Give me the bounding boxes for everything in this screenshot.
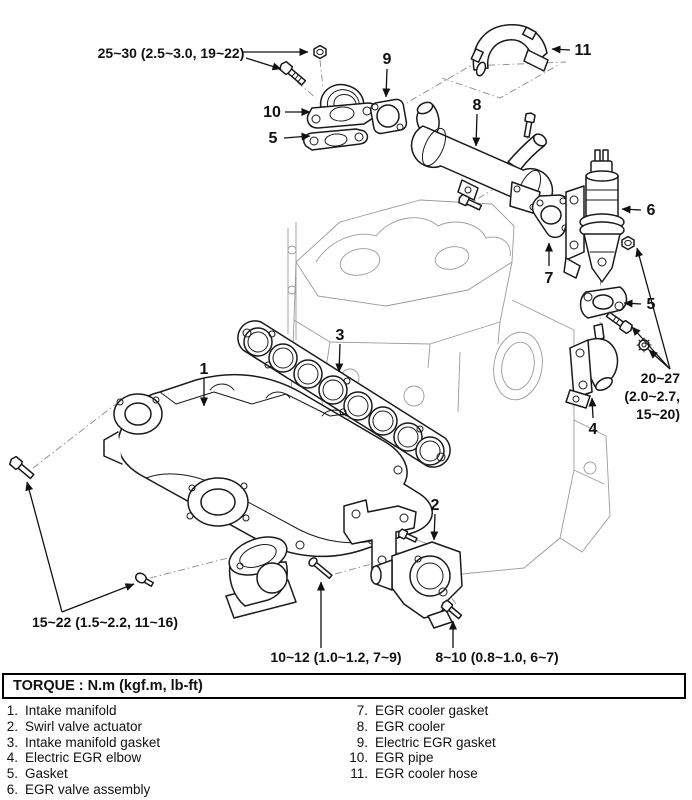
callout-5-upper: 5 [269,130,278,147]
legend-label: EGR pipe [375,750,434,766]
legend-item-10: 10. EGR pipe [340,750,496,766]
legend-item-1: 1. Intake manifold [3,703,160,719]
legend-label: Gasket [25,766,68,782]
legend-num: 10. [349,750,368,766]
legend-num: 1. [6,703,18,718]
gasket-right-drawing [579,286,628,319]
legend-num: 6. [6,781,18,797]
callout-8: 8 [473,97,482,114]
egr-valve-assembly-drawing [563,149,625,283]
legend-item-6: 6. EGR valve assembly [3,782,160,798]
egr-pipe-drawing [306,83,379,129]
bolt-icon [605,311,633,335]
fastener-bolts-and-nuts [8,44,652,620]
legend-label: EGR valve assembly [25,781,151,797]
bolt-icon [523,112,536,138]
torque-label-bottom-mid: 10~12 (1.0~1.2, 7~9) [270,649,401,665]
callout-5-right: 5 [647,296,656,313]
bolt-icon [458,193,483,211]
callout-10: 10 [263,104,281,121]
legend-num: 3. [6,734,18,750]
torque-note-label: TORQUE : N.m (kgf.m, lb-ft) [13,678,203,694]
legend-label: EGR cooler gasket [375,703,489,718]
legend-item-7: 7. EGR cooler gasket [340,703,496,719]
legend-label: Intake manifold [25,703,117,718]
callout-2: 2 [431,497,440,514]
legend-label: Electric EGR elbow [25,750,142,766]
legend-num: 5. [6,766,18,782]
legend-item-9: 9. Electric EGR gasket [340,735,496,751]
torque-label-bottom-right: 8~10 (0.8~1.0, 6~7) [435,649,558,665]
legend-label: EGR cooler [375,718,445,734]
torque-label-top-left: 25~30 (2.5~3.0, 19~22) [98,45,245,61]
bolt-icon [8,455,35,480]
callout-11: 11 [575,42,592,59]
bolt-icon [440,599,463,620]
nut-icon [621,235,635,251]
legend-item-3: 3. Intake manifold gasket [3,735,160,751]
bolt-icon [278,60,307,86]
callout-4: 4 [589,421,598,438]
legend-num: 2. [6,718,18,734]
legend-num: 4. [6,750,18,766]
throttle-body-drawing [225,536,297,619]
callout-leader-lines [25,45,671,648]
legend-column-right: 7. EGR cooler gasket 8. EGR cooler 9. Elect… [340,703,496,782]
callout-9: 9 [383,51,392,68]
legend-item-2: 2. Swirl valve actuator [3,719,160,735]
torque-label-right-line2: (2.0~2.7, [624,388,680,404]
legend-item-5: 5. Gasket [3,766,160,782]
callout-1: 1 [200,361,209,378]
egr-cooler-hose-drawing [470,24,549,77]
exploded-diagram: 1 2 3 4 5 5 6 7 8 9 10 11 25~30 (2.5~3.0… [8,24,681,665]
swirl-valve-actuator-drawing [370,541,463,629]
legend-num: 7. [356,703,368,718]
torque-label-right-line1: 20~27 [641,370,681,386]
legend-label: Intake manifold gasket [25,734,161,750]
egr-cooler-drawing [410,101,554,215]
legend-column-left: 1. Intake manifold 2. Swirl valve actuator… [3,703,160,798]
gasket-upper-drawing [303,128,369,151]
legend-label: EGR cooler hose [375,766,478,782]
legend-label: Electric EGR gasket [375,734,496,750]
intake-manifold-gasket-drawing [237,320,451,468]
torque-label-bottom-left: 15~22 (1.5~2.2, 11~16) [32,614,178,630]
stud-bolt-icon [308,557,333,580]
egr-cooler-gasket-drawing [531,194,572,239]
bolt-icon [397,528,418,543]
nut-icon [313,44,327,60]
legend-item-8: 8. EGR cooler [340,719,496,735]
legend-label: Swirl valve actuator [25,718,143,734]
legend-num: 8. [356,718,368,734]
screw-icon [134,572,155,587]
legend-item-4: 4. Electric EGR elbow [3,750,160,766]
torque-label-right-line3: 15~20) [636,406,680,422]
electric-egr-elbow-drawing [565,323,619,409]
torque-note-box: TORQUE : N.m (kgf.m, lb-ft) [2,673,686,699]
callout-3: 3 [336,327,345,344]
legend-num: 11. [350,766,368,782]
callout-6: 6 [647,202,656,219]
callout-7: 7 [545,270,554,287]
electric-egr-gasket-drawing [369,98,408,135]
legend-num: 9. [356,734,368,750]
legend-item-11: 11. EGR cooler hose [340,766,496,782]
